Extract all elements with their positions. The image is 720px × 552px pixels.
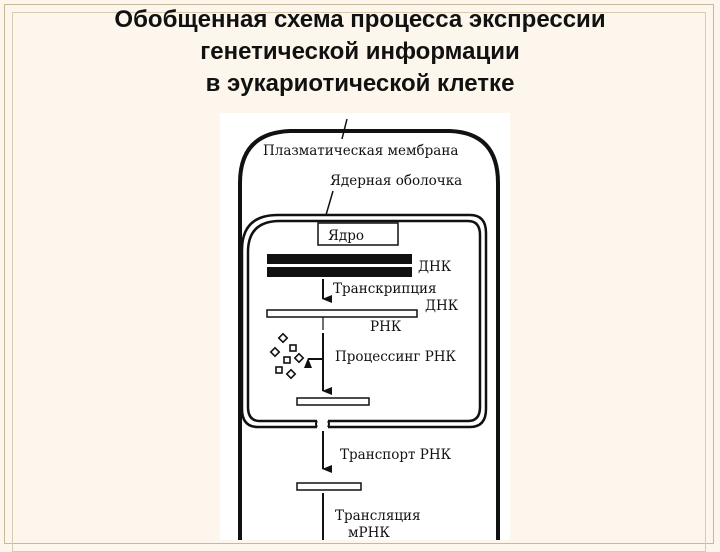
plasma-membrane-label: Плазматическая мембрана	[263, 143, 458, 159]
nuclear-pore	[315, 420, 330, 428]
nucleus-label-box	[317, 222, 399, 246]
dna-strand-top	[267, 254, 412, 264]
diagram-svg: Плазматическая мембрана Ядерная оболочка…	[238, 118, 500, 540]
transcription-label: Транскрипция	[333, 281, 437, 297]
translation-label: Трансляция	[335, 508, 421, 524]
rna-label: РНК	[370, 319, 402, 335]
rna-processing-label: Процессинг РНК	[335, 349, 457, 365]
title-line-2: генетической информации	[200, 38, 520, 65]
mrna-label: мРНК	[348, 525, 390, 540]
nuclear-envelope-pointer	[325, 190, 334, 216]
transcription-dna-label: ДНК	[425, 298, 459, 314]
slide-title: Обобщенная схема процесса экспрессии ген…	[0, 4, 720, 100]
plasma-membrane-pointer	[341, 118, 348, 140]
nuclear-envelope-label: Ядерная оболочка	[330, 173, 462, 189]
cytoplasmic-mrna-bar	[296, 482, 362, 491]
nucleus-label: Ядро	[328, 228, 364, 244]
rna-transport-label: Транспорт РНК	[340, 447, 452, 463]
nuclear-envelope-inner	[246, 219, 482, 423]
primary-rna-bar	[266, 309, 418, 318]
processed-rna-bar	[296, 397, 370, 406]
excised-rna-fragments	[269, 332, 305, 380]
title-line-1: Обобщенная схема процесса экспрессии	[114, 6, 606, 33]
nuclear-envelope-outer	[240, 213, 488, 429]
plasma-membrane-outline	[238, 129, 500, 540]
dna-strand-bottom	[267, 267, 412, 277]
gene-expression-diagram: Плазматическая мембрана Ядерная оболочка…	[220, 113, 510, 540]
title-line-3: в эукариотической клетке	[205, 70, 515, 97]
dna-label: ДНК	[418, 259, 452, 275]
